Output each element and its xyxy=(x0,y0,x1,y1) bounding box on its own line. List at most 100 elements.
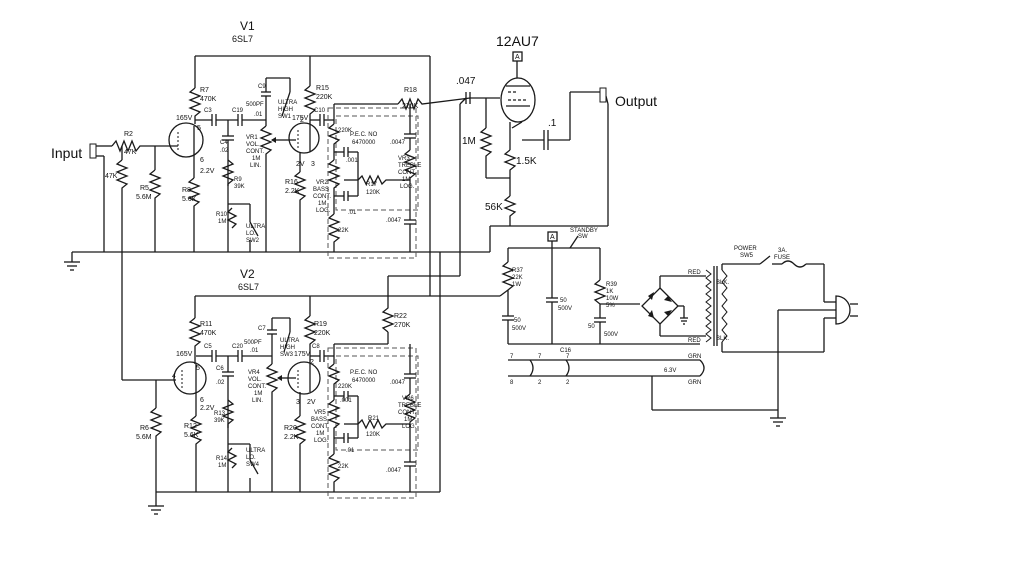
svg-text:5.6M: 5.6M xyxy=(136,434,152,441)
svg-text:C4: C4 xyxy=(220,140,228,146)
svg-text:POWER: POWER xyxy=(734,246,757,252)
svg-text:39K: 39K xyxy=(214,418,225,424)
svg-text:R6: R6 xyxy=(140,425,149,432)
svg-text:.1: .1 xyxy=(548,118,557,129)
svg-text:R5: R5 xyxy=(140,185,149,192)
svg-text:VR1: VR1 xyxy=(246,135,258,141)
potentiometer-vr1[interactable]: VR1 VOL. CONT. 1M LIN. xyxy=(246,120,282,252)
svg-text:R16: R16 xyxy=(285,179,298,186)
svg-text:.02: .02 xyxy=(216,380,225,386)
svg-text:C5: C5 xyxy=(204,344,212,350)
tone-stack-v1: P.E.C. NO 6470000 220K VR2 BASS CONT. 1M… xyxy=(313,104,421,259)
input-label: Input xyxy=(51,145,82,161)
svg-text:2V: 2V xyxy=(307,399,316,406)
svg-text:56K: 56K xyxy=(485,202,503,213)
svg-text:R21: R21 xyxy=(368,416,380,422)
resistor-r20: R20 2.2K xyxy=(284,392,307,492)
svg-text:500V: 500V xyxy=(604,332,618,338)
svg-text:3: 3 xyxy=(296,399,300,406)
svg-text:RED: RED xyxy=(688,270,701,276)
svg-text:2.2V: 2.2V xyxy=(200,168,215,175)
svg-text:220K: 220K xyxy=(338,384,352,390)
svg-text:ULTRA: ULTRA xyxy=(280,338,299,344)
svg-text:C10: C10 xyxy=(314,108,326,114)
svg-text:470K: 470K xyxy=(200,96,217,103)
resistor-r11: R11 470K 165V xyxy=(176,317,217,364)
output-label: Output xyxy=(615,93,657,109)
svg-text:R12: R12 xyxy=(184,423,197,430)
svg-text:R7: R7 xyxy=(200,87,209,94)
svg-text:R9: R9 xyxy=(234,177,242,183)
12au7-stage: A .047 1M 1.5K 56K .1 xyxy=(456,51,609,252)
svg-text:SW3: SW3 xyxy=(280,352,294,358)
svg-text:ULTRA: ULTRA xyxy=(246,224,265,230)
svg-text:500V: 500V xyxy=(512,326,526,332)
svg-text:1M: 1M xyxy=(218,463,226,469)
svg-text:50: 50 xyxy=(560,298,567,304)
svg-text:.001: .001 xyxy=(346,158,358,164)
svg-text:6: 6 xyxy=(200,397,204,404)
svg-text:.01: .01 xyxy=(346,448,355,454)
v2-tube-type: 6SL7 xyxy=(238,282,259,292)
svg-text:VR6: VR6 xyxy=(402,396,414,402)
switch-ultra-lo-2[interactable]: ULTRA LO. SW2 xyxy=(246,204,265,252)
output-jack[interactable] xyxy=(599,87,609,105)
power-supply: A STANDBY SW R37 22K 1W 50 500V 50 500V … xyxy=(499,228,858,427)
svg-text:165V: 165V xyxy=(176,351,193,358)
switch-ultra-lo-4[interactable]: ULTRA LO. SW4 xyxy=(246,444,265,492)
svg-text:R22: R22 xyxy=(394,313,407,320)
svg-text:2: 2 xyxy=(538,380,542,386)
resistor-47k-input: 47K xyxy=(105,146,129,252)
svg-text:.0047: .0047 xyxy=(386,218,402,224)
svg-text:2: 2 xyxy=(310,359,314,366)
svg-text:BASS: BASS xyxy=(311,417,327,423)
svg-text:VR3: VR3 xyxy=(398,156,410,162)
resistor-r2: R2 47K xyxy=(111,131,160,156)
svg-text:.01: .01 xyxy=(254,112,263,118)
svg-text:22K: 22K xyxy=(512,275,523,281)
svg-text:LO.: LO. xyxy=(246,455,256,461)
svg-text:C16: C16 xyxy=(560,348,572,354)
svg-text:22K: 22K xyxy=(338,228,349,234)
svg-text:500PF: 500PF xyxy=(246,102,264,108)
svg-text:47K: 47K xyxy=(124,149,137,156)
svg-text:VOL.: VOL. xyxy=(248,377,262,383)
svg-text:GRN: GRN xyxy=(688,354,701,360)
svg-text:1M: 1M xyxy=(402,177,410,183)
coupling-c5-c20: C5 C20 .01 xyxy=(196,344,272,362)
svg-text:LOG.: LOG. xyxy=(314,438,329,444)
svg-text:SW2: SW2 xyxy=(246,238,260,244)
input-jack[interactable] xyxy=(89,143,112,252)
svg-text:SW5: SW5 xyxy=(740,253,754,259)
resistor-r8: 2.2V R8 5.6K xyxy=(182,154,215,252)
svg-text:120K: 120K xyxy=(366,432,380,438)
svg-text:1W: 1W xyxy=(512,282,521,288)
svg-text:1M: 1M xyxy=(404,417,412,423)
svg-text:TREBLE: TREBLE xyxy=(398,163,421,169)
potentiometer-vr4[interactable]: VR4 VOL. CONT. 1M LIN. xyxy=(248,356,286,492)
svg-text:RED: RED xyxy=(688,338,701,344)
resistor-r6: R6 5.6M xyxy=(136,380,163,492)
svg-text:CONT.: CONT. xyxy=(398,170,416,176)
svg-text:.0047: .0047 xyxy=(386,468,402,474)
svg-text:LIN.: LIN. xyxy=(252,398,263,404)
svg-text:R10: R10 xyxy=(216,212,228,218)
svg-text:7: 7 xyxy=(538,354,542,360)
switch-ultra-high-3[interactable]: C7 500PF ULTRA HIGH SW3 xyxy=(244,317,299,358)
svg-text:7: 7 xyxy=(566,354,570,360)
svg-text:.01: .01 xyxy=(348,210,357,216)
svg-text:C9: C9 xyxy=(258,84,266,90)
svg-text:175V: 175V xyxy=(292,115,309,122)
svg-text:6470000: 6470000 xyxy=(352,140,376,146)
v1-label: V1 xyxy=(240,19,255,33)
svg-text:GRN: GRN xyxy=(688,380,701,386)
svg-text:7: 7 xyxy=(510,354,514,360)
switch-ultra-high-1[interactable]: C9 500PF ULTRA HIGH SW1 xyxy=(246,77,297,120)
svg-text:220K: 220K xyxy=(338,128,352,134)
svg-text:ULTRA: ULTRA xyxy=(246,448,265,454)
svg-text:3A.: 3A. xyxy=(778,248,787,254)
resistor-r18: R18 270K xyxy=(333,87,471,120)
svg-text:HIGH: HIGH xyxy=(280,345,295,351)
capacitor-c4: C4 .02 xyxy=(220,120,234,252)
